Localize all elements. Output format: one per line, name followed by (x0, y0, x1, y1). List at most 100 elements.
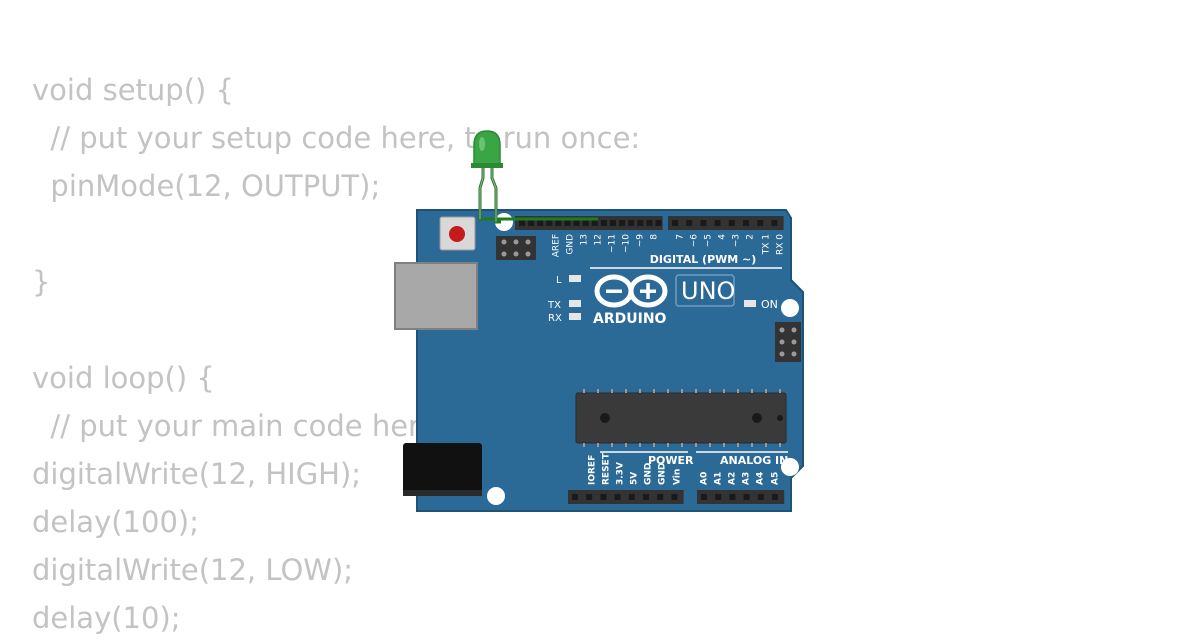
header-pin[interactable] (672, 220, 678, 226)
icsp-header-right (775, 322, 801, 362)
reset-button[interactable] (449, 226, 465, 242)
pin-label: GND (644, 463, 654, 485)
pin-label: RX 0 (776, 234, 786, 255)
code-line[interactable]: digitalWrite(12, HIGH); (32, 457, 362, 491)
header-pin[interactable] (772, 494, 778, 500)
digital-header-right (668, 216, 784, 230)
pin-label: A2 (728, 472, 738, 485)
header-pin[interactable] (728, 220, 735, 226)
code-editor[interactable]: void setup() { // put your setup code he… (32, 66, 716, 642)
header-pin[interactable] (671, 494, 678, 500)
code-line[interactable]: pinMode(12, OUTPUT); (32, 169, 381, 203)
code-line[interactable]: delay(100); (32, 505, 199, 539)
pin-label: RESET (602, 452, 612, 485)
pin-label: 4 (718, 234, 728, 240)
pin-label: GND (658, 463, 668, 485)
header-pin[interactable] (614, 494, 621, 500)
pin-label: ~9 (636, 234, 646, 248)
header-pin[interactable] (657, 494, 664, 500)
pin-label: A5 (771, 472, 781, 485)
led-l-label: L (556, 275, 562, 286)
header-pin[interactable] (519, 220, 525, 226)
header-pin[interactable] (729, 494, 736, 500)
pin-label: 7 (676, 234, 686, 240)
header-pin[interactable] (528, 220, 535, 226)
analog-header (697, 490, 785, 504)
header-pin[interactable] (701, 494, 707, 500)
header-pin[interactable] (572, 494, 578, 500)
mounting-hole (781, 299, 799, 317)
header-pin[interactable] (610, 220, 616, 226)
header-pin[interactable] (757, 494, 764, 500)
code-line[interactable]: digitalWrite(12, LOW); (32, 553, 354, 587)
power-header (568, 490, 684, 504)
header-pin[interactable] (646, 220, 653, 226)
led-tx (569, 300, 581, 307)
power-label: POWER (648, 454, 694, 467)
header-pin[interactable] (555, 220, 562, 226)
header-pin[interactable] (586, 494, 593, 500)
green-led-icon[interactable] (471, 130, 503, 168)
pin-label: 12 (594, 234, 604, 245)
header-pin[interactable] (643, 494, 649, 500)
pin-label: ~5 (704, 234, 714, 247)
code-line[interactable]: void loop() { (32, 361, 215, 395)
code-line[interactable]: // put your setup code here, to run once… (32, 121, 641, 155)
pin-label: IOREF (588, 455, 598, 485)
header-pin[interactable] (743, 220, 749, 226)
pin-label: GND (566, 234, 576, 255)
pin-label: 3.3V (616, 462, 626, 485)
pin-label: 2 (746, 234, 756, 240)
header-pin[interactable] (546, 220, 553, 226)
header-pin[interactable] (537, 220, 544, 226)
on-label: ON (761, 298, 778, 311)
header-pin[interactable] (715, 494, 722, 500)
analog-label: ANALOG IN (720, 454, 788, 467)
arduino-logo-icon (594, 274, 668, 308)
usb-connector (394, 262, 478, 330)
header-pin[interactable] (757, 220, 764, 226)
header-pin[interactable] (686, 220, 693, 226)
led-on (744, 300, 756, 307)
brand-label: ARDUINO (593, 311, 667, 327)
pin-label: A1 (714, 472, 724, 485)
code-line[interactable]: } (32, 265, 51, 299)
header-pin[interactable] (700, 220, 707, 226)
header-pin[interactable] (573, 220, 580, 226)
header-pin[interactable] (655, 220, 662, 226)
power-jack (403, 443, 482, 494)
header-pin[interactable] (600, 220, 607, 226)
pin-label: A0 (700, 472, 710, 485)
pin-label: Vin (673, 469, 683, 485)
header-pin[interactable] (628, 220, 635, 226)
header-pin[interactable] (600, 494, 607, 500)
pin-label: 8 (650, 234, 660, 240)
header-pin[interactable] (771, 220, 778, 226)
pin-label: ~11 (608, 234, 618, 253)
digital-label: DIGITAL (PWM ~) (650, 253, 757, 266)
pin-label: 13 (580, 234, 590, 245)
header-pin[interactable] (619, 220, 626, 226)
header-pin[interactable] (628, 494, 635, 500)
header-pin[interactable] (591, 220, 598, 226)
header-pin[interactable] (582, 220, 589, 226)
code-line[interactable]: delay(10); (32, 601, 181, 635)
pin-label: ~6 (690, 234, 700, 248)
pin-label: AREF (552, 234, 562, 257)
code-line[interactable]: void setup() { (32, 73, 234, 107)
rx-label: RX (548, 313, 562, 324)
mounting-hole (781, 458, 799, 476)
led-rx (569, 313, 581, 320)
tx-label: TX (547, 300, 561, 311)
header-pin[interactable] (714, 220, 721, 226)
header-pin[interactable] (743, 494, 750, 500)
pin-label: A4 (756, 472, 766, 485)
pin-label: ~3 (732, 234, 742, 247)
model-label: UNO (681, 277, 735, 305)
header-pin[interactable] (637, 220, 644, 226)
pin-label: TX 1 (762, 234, 772, 255)
header-pin[interactable] (564, 220, 571, 226)
